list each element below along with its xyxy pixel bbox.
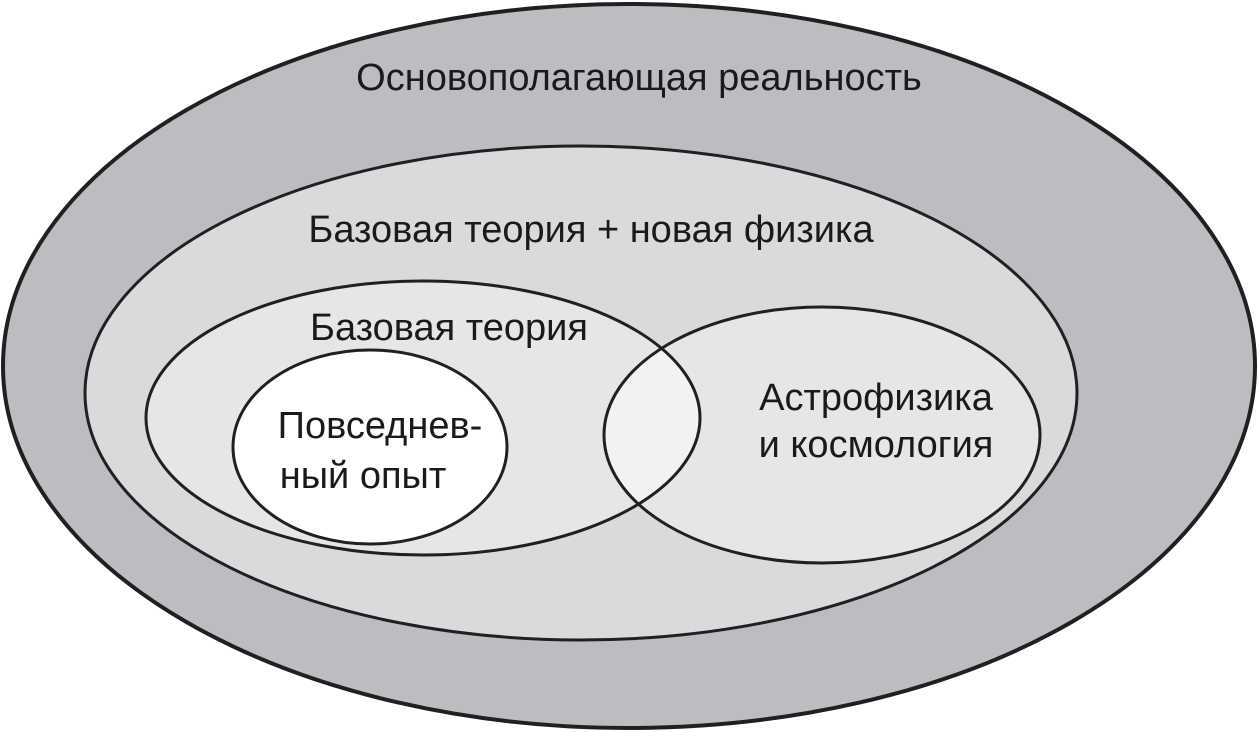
fundamental-reality-label: Основополагающая реальность (356, 57, 922, 99)
astrophysics-ellipse (604, 307, 1040, 563)
everyday-label-line2: ный опыт (280, 455, 447, 497)
everyday-label-line1: Повседнев- (278, 405, 483, 447)
astrophysics-outline (602, 305, 1042, 565)
base-theory-new-physics-label: Базовая теория + новая физика (308, 209, 874, 251)
astrophysics-label-line2: и космология (759, 424, 994, 466)
base-theory-label: Базовая теория (310, 307, 588, 349)
everyday-experience-ellipse (231, 348, 509, 546)
base-theory-outline (144, 279, 702, 557)
astrophysics-label-line1: Астрофизика (759, 377, 994, 419)
